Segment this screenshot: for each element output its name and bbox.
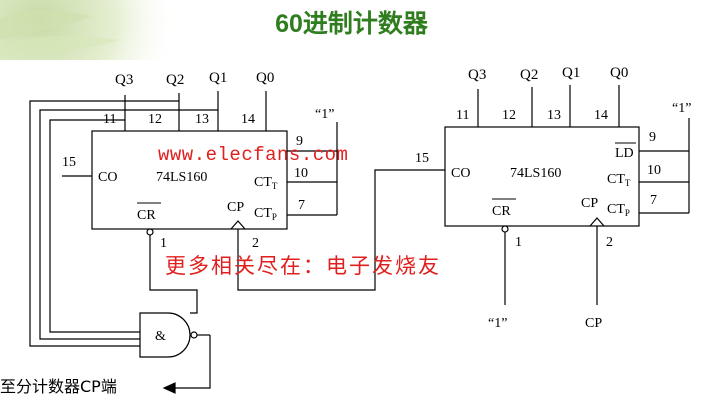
right-cr-bubble (501, 225, 509, 233)
right-cr-label: CR (492, 204, 511, 219)
left-counter-chip (91, 130, 288, 230)
right-pin-12: 12 (502, 108, 516, 123)
and-gate-bubble (190, 331, 198, 339)
left-cp-label: CP (227, 200, 244, 215)
right-q1-label: Q1 (562, 65, 580, 81)
right-cr-input-one: “1” (488, 316, 507, 331)
left-cr-label: CR (137, 208, 156, 223)
right-pin-9: 9 (649, 130, 656, 145)
left-pin-2: 2 (252, 236, 259, 251)
left-q3-label: Q3 (115, 72, 133, 88)
right-pin-13: 13 (547, 108, 561, 123)
left-pin-12: 12 (148, 112, 162, 127)
left-pin-11: 11 (103, 112, 116, 127)
right-cp-input-label: CP (585, 316, 602, 331)
feedback-wire-q0 (49, 119, 140, 333)
right-pin-1: 1 (515, 235, 522, 250)
page-title: 60进制计数器 (275, 10, 428, 38)
left-cr-wire (149, 235, 198, 314)
right-q3-label: Q3 (468, 67, 486, 83)
right-pin-11: 11 (456, 108, 469, 123)
left-q2-label: Q2 (166, 72, 184, 88)
leaf-decoration (0, 35, 120, 58)
left-pin-7: 7 (298, 198, 305, 213)
and-gate-label: & (155, 329, 166, 344)
left-const-one: “1” (315, 107, 334, 122)
right-pin-7: 7 (650, 193, 657, 208)
to-minute-counter-wire (170, 335, 211, 389)
right-const-one: “1” (672, 101, 691, 116)
right-q0-label: Q0 (610, 65, 628, 81)
left-pin-13: 13 (195, 112, 209, 127)
right-cp-label: CP (581, 196, 598, 211)
left-co-label: CO (98, 170, 117, 185)
left-ctp-label: CTP (254, 206, 277, 222)
right-chip-name: 74LS160 (510, 166, 561, 181)
left-q1-label: Q1 (209, 70, 227, 86)
left-q0-label: Q0 (256, 70, 274, 86)
right-co-label: CO (451, 166, 470, 181)
arrow-left-icon (162, 382, 176, 394)
right-cp-clock-mark (589, 217, 605, 227)
right-pin-2: 2 (606, 235, 613, 250)
minute-counter-label: 至分计数器CP端 (0, 377, 117, 396)
feedback-wire-q2 (29, 100, 179, 347)
left-pin-10: 10 (294, 166, 308, 181)
and-gate (139, 312, 191, 358)
right-counter-chip (444, 126, 640, 227)
watermark-text: 更多相关尽在：电子发烧友 (165, 254, 441, 278)
feedback-wire-q1 (39, 109, 218, 340)
leaf-decoration (0, 10, 92, 40)
left-chip-name: 74LS160 (156, 170, 207, 185)
left-ctt-label: CTT (254, 175, 278, 191)
left-pin-1: 1 (160, 236, 167, 251)
left-pin-9: 9 (296, 134, 303, 149)
left-cr-bubble (146, 228, 154, 236)
right-q2-label: Q2 (520, 67, 538, 83)
left-pin-14: 14 (241, 112, 255, 127)
left-pin-15: 15 (62, 155, 76, 170)
right-pin-10: 10 (647, 163, 661, 178)
left-cp-clock-mark (230, 220, 246, 230)
right-ctp-label: CTP (607, 202, 630, 218)
right-pin-15: 15 (415, 151, 429, 166)
right-ld-label: LD (615, 146, 634, 161)
right-ctt-label: CTT (607, 172, 631, 188)
carry-wire (237, 169, 445, 291)
watermark-url: www.elecfans.com (158, 144, 349, 166)
right-pin-14: 14 (594, 108, 608, 123)
